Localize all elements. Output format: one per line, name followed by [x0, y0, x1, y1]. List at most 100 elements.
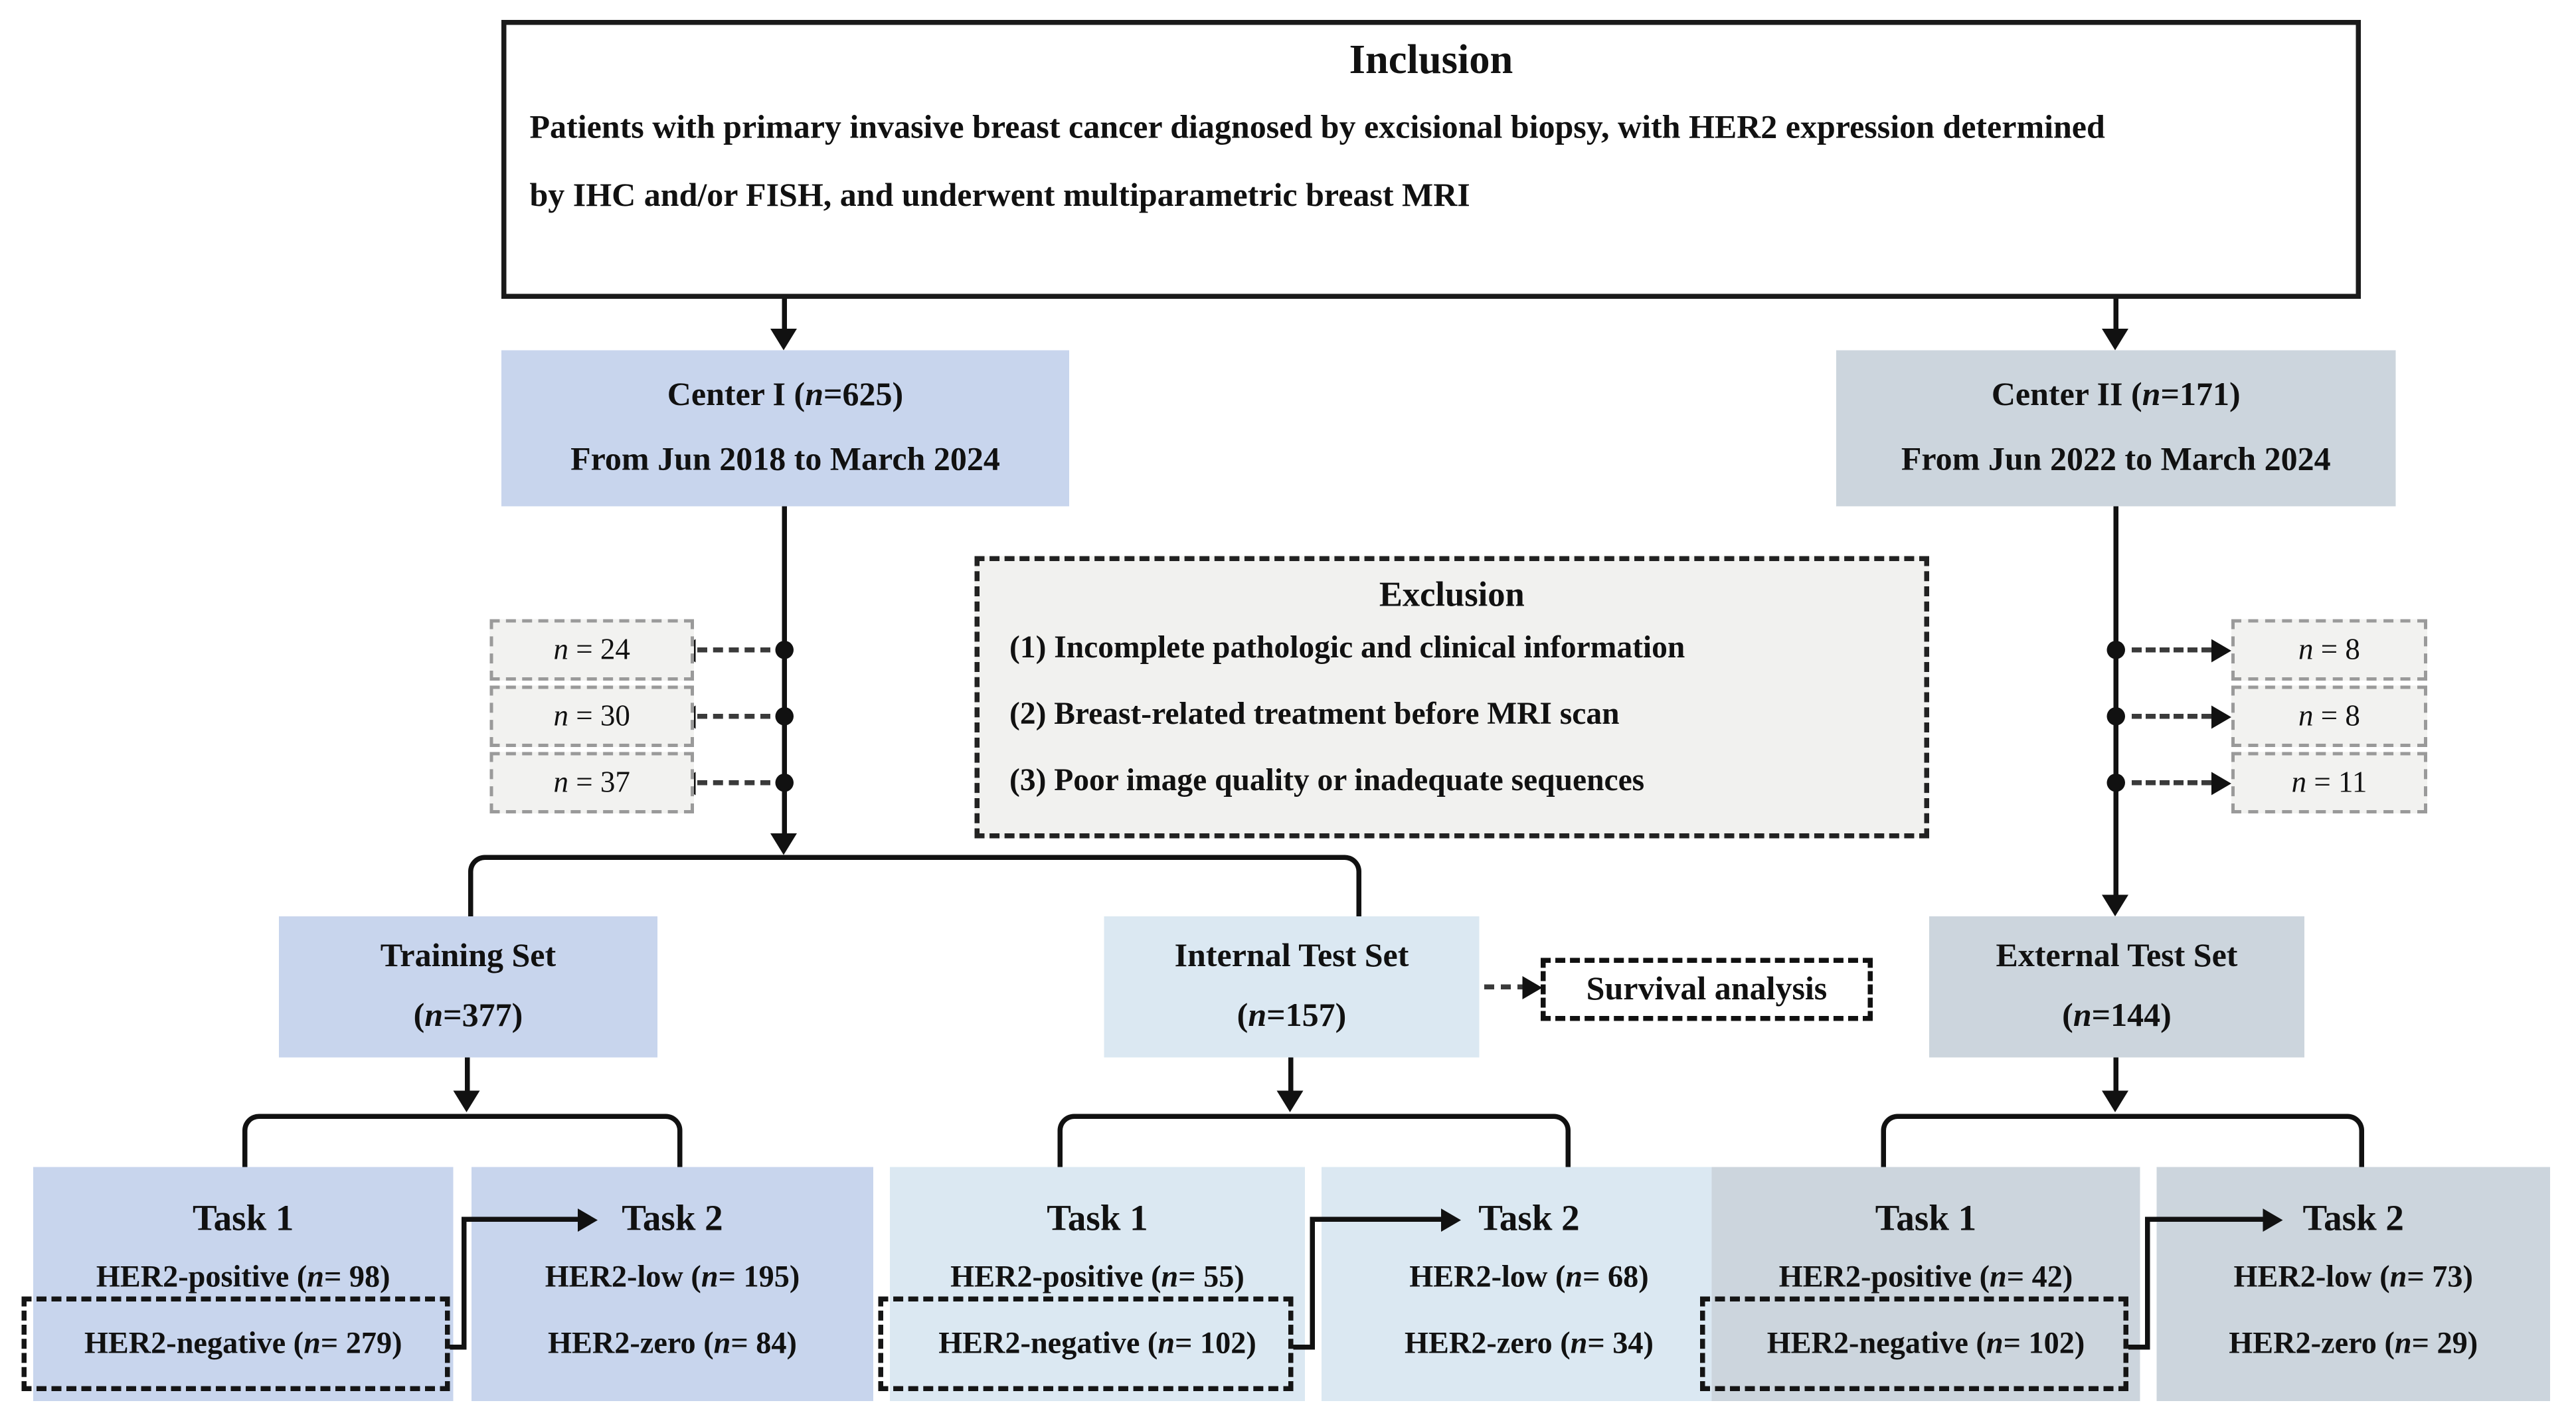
arrowhead-external-split-icon — [2102, 1090, 2128, 1112]
external-test-set-title: External Test Set — [1996, 938, 2238, 975]
external-task1-line1: HER2-positive (n= 42) — [1778, 1262, 2073, 1295]
internal-task1-line1: HER2-positive (n= 55) — [950, 1262, 1245, 1295]
exclusion-item-3: (3) Poor image quality or inadequate seq… — [1009, 764, 1645, 799]
connector-center2-down — [2113, 506, 2118, 898]
training-set-title: Training Set — [380, 938, 557, 975]
external-elbow-stub — [2128, 1345, 2150, 1350]
inclusion-line-2: by IHC and/or FISH, and underwent multip… — [529, 177, 1470, 214]
excluded-right-box-3: n = 11 — [2231, 752, 2427, 813]
training-task2-box: Task 2 HER2-low (n= 195) HER2-zero (n= 8… — [472, 1167, 873, 1401]
excluded-left-box-3: n = 37 — [489, 752, 694, 813]
connector-external-down — [2113, 1057, 2118, 1094]
exclusion-dot-2-left — [775, 707, 794, 726]
arrowhead-internal-split-icon — [1276, 1090, 1304, 1112]
internal-test-set-title: Internal Test Set — [1174, 938, 1409, 975]
external-task2-box: Task 2 HER2-low (n= 73) HER2-zero (n= 29… — [2156, 1167, 2550, 1401]
internal-elbow-horizontal — [1315, 1216, 1444, 1222]
arrowhead-right-1-icon — [2211, 639, 2231, 663]
arrowhead-external-icon — [2102, 894, 2128, 916]
exclusion-dot-3-right — [2106, 774, 2125, 792]
connector-center1-down — [782, 506, 787, 839]
inclusion-title: Inclusion — [1349, 38, 1513, 84]
external-task2-line1: HER2-low (n= 73) — [2233, 1262, 2473, 1295]
dashed-connector-right-3 — [2132, 780, 2211, 786]
exclusion-dot-1-left — [775, 641, 794, 659]
training-elbow-stub — [450, 1345, 467, 1350]
external-elbow-horizontal — [2150, 1216, 2267, 1222]
split-bracket-center1 — [468, 855, 1361, 922]
arrowhead-center1-icon — [770, 329, 797, 351]
dashed-connector-left-3 — [697, 780, 770, 786]
internal-task1-box: Task 1 HER2-positive (n= 55) HER2-negati… — [890, 1167, 1305, 1401]
internal-task1-title: Task 1 — [1047, 1197, 1148, 1239]
arrowhead-training-split-icon — [453, 1090, 480, 1112]
training-elbow-vertical — [462, 1216, 467, 1350]
internal-task2-line1: HER2-low (n= 68) — [1409, 1262, 1649, 1295]
internal-elbow-vertical — [1310, 1216, 1315, 1350]
excluded-left-1-label: n = 24 — [553, 632, 630, 666]
internal-task2-line2: HER2-zero (n= 34) — [1405, 1328, 1654, 1361]
arrowhead-external-task2-icon — [2263, 1209, 2283, 1232]
excluded-right-1-label: n = 8 — [2298, 632, 2360, 666]
center2-box: Center II (n=171) From Jun 2022 to March… — [1836, 350, 2396, 507]
excluded-right-box-1: n = 8 — [2231, 619, 2427, 681]
arrowhead-internal-task2-icon — [1441, 1209, 1461, 1232]
survival-analysis-box: Survival analysis — [1541, 958, 1873, 1021]
arrowhead-right-2-icon — [2211, 705, 2231, 729]
internal-task2-box: Task 2 HER2-low (n= 68) HER2-zero (n= 34… — [1322, 1167, 1737, 1401]
exclusion-dot-3-left — [775, 774, 794, 792]
excluded-left-box-2: n = 30 — [489, 685, 694, 747]
exclusion-title: Exclusion — [1379, 574, 1525, 614]
dashed-connector-right-2 — [2132, 714, 2211, 719]
training-elbow-horizontal — [466, 1216, 581, 1222]
arrowhead-center2-icon — [2102, 329, 2128, 351]
excluded-right-box-2: n = 8 — [2231, 685, 2427, 747]
excluded-right-2-label: n = 8 — [2298, 699, 2360, 732]
connector-inclusion-to-center1 — [782, 299, 787, 332]
external-task1-title: Task 1 — [1875, 1197, 1977, 1239]
dashed-connector-left-1 — [697, 647, 770, 653]
center1-dates: From Jun 2018 to March 2024 — [570, 442, 1000, 478]
survival-analysis-label: Survival analysis — [1586, 970, 1828, 1007]
arrowhead-split1-icon — [770, 833, 797, 855]
inclusion-criteria-text: Patients with primary invasive breast ca… — [507, 85, 2356, 231]
external-task2-line2: HER2-zero (n= 29) — [2229, 1328, 2478, 1361]
connector-training-down — [465, 1057, 470, 1094]
external-task1-box: Task 1 HER2-positive (n= 42) HER2-negati… — [1711, 1167, 2140, 1401]
exclusion-item-1: (1) Incomplete pathologic and clinical i… — [1009, 631, 1685, 666]
training-task1-box: Task 1 HER2-positive (n= 98) HER2-negati… — [33, 1167, 454, 1401]
internal-test-set-box: Internal Test Set (n=157) — [1104, 916, 1480, 1058]
excluded-right-3-label: n = 11 — [2291, 765, 2367, 799]
inclusion-box: Inclusion Patients with primary invasive… — [501, 20, 2361, 299]
arrowhead-survival-icon — [1522, 976, 1543, 999]
training-task1-title: Task 1 — [193, 1197, 294, 1239]
external-task2-title: Task 2 — [2302, 1197, 2404, 1239]
exclusion-item-2: (2) Breast-related treatment before MRI … — [1009, 697, 1620, 732]
training-set-n: (n=377) — [413, 997, 523, 1035]
connector-inclusion-to-center2 — [2113, 299, 2118, 332]
inclusion-line-1: Patients with primary invasive breast ca… — [529, 110, 2105, 146]
external-test-set-box: External Test Set (n=144) — [1929, 916, 2304, 1058]
external-her2-negative-dashed-outline — [1700, 1296, 2128, 1391]
split-bracket-external — [1881, 1114, 2364, 1172]
external-test-set-n: (n=144) — [2062, 997, 2172, 1035]
exclusion-dot-1-right — [2106, 641, 2125, 659]
internal-task2-title: Task 2 — [1478, 1197, 1580, 1239]
internal-task1-line2: HER2-negative (n= 102) — [938, 1328, 1256, 1361]
split-bracket-training — [242, 1114, 683, 1172]
excluded-left-2-label: n = 30 — [553, 699, 630, 732]
excluded-left-box-1: n = 24 — [489, 619, 694, 681]
exclusion-box: Exclusion (1) Incomplete pathologic and … — [974, 556, 1929, 839]
arrowhead-training-task2-icon — [578, 1209, 598, 1232]
external-task1-line2: HER2-negative (n= 102) — [1766, 1328, 2085, 1361]
split-bracket-internal — [1057, 1114, 1571, 1172]
external-elbow-vertical — [2145, 1216, 2150, 1350]
internal-her2-negative-dashed-outline — [878, 1296, 1294, 1391]
connector-internal-down — [1288, 1057, 1294, 1094]
excluded-left-3-label: n = 37 — [553, 765, 630, 799]
center1-box: Center I (n=625) From Jun 2018 to March … — [501, 350, 1069, 507]
dashed-connector-left-2 — [697, 714, 770, 719]
internal-test-set-n: (n=157) — [1237, 997, 1347, 1035]
center2-dates: From Jun 2022 to March 2024 — [1901, 442, 2331, 478]
